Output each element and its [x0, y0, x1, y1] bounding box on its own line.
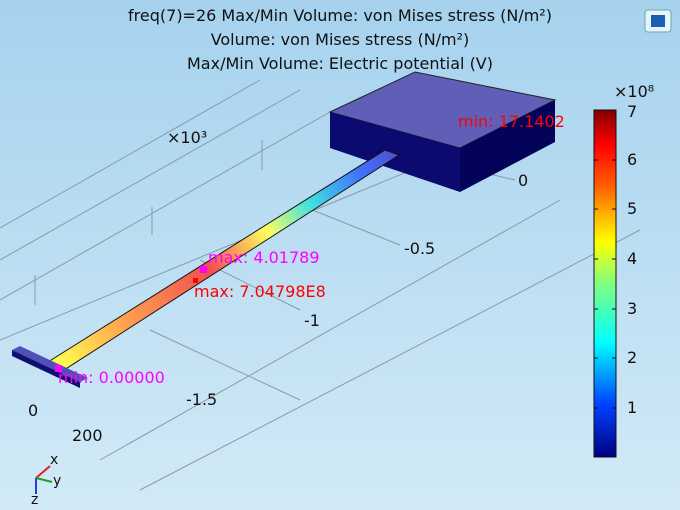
tick-label: 0	[28, 401, 39, 420]
tick-label: 0	[518, 171, 529, 190]
logo-icon	[644, 9, 672, 33]
triad-x-label: x	[50, 452, 59, 468]
colorbar	[593, 109, 617, 458]
colorbar-tick: 6	[627, 150, 638, 169]
stress-max-label: max: 7.04798E8	[194, 282, 326, 301]
triad-y-label: y	[53, 473, 62, 489]
potential-max-label: max: 4.01789	[208, 248, 320, 267]
tick-label: -0.5	[404, 239, 436, 258]
colorbar-tick: 2	[627, 348, 638, 367]
stress-max-marker	[193, 278, 198, 283]
potential-max-marker	[200, 266, 207, 273]
colorbar-tick: 1	[627, 398, 638, 417]
tick-label: 200	[72, 426, 103, 445]
colorbar-multiplier: ×10⁸	[614, 82, 655, 101]
base-bar	[12, 346, 88, 388]
colorbar-tick: 5	[627, 199, 638, 218]
potential-min-marker	[55, 365, 62, 372]
title-line-3: Max/Min Volume: Electric potential (V)	[187, 54, 493, 73]
triad	[35, 465, 53, 494]
colorbar-ticks	[594, 159, 616, 409]
stress-min-label: min: 17.1402	[458, 112, 565, 131]
colorbar-tick: 7	[627, 102, 638, 121]
title-line-1: freq(7)=26 Max/Min Volume: von Mises str…	[128, 6, 552, 25]
triad-z-label: z	[31, 492, 39, 508]
block-body	[328, 71, 557, 192]
grid-lines	[0, 79, 641, 491]
tick-label: -1.5	[186, 390, 218, 409]
potential-min-label: min: 0.00000	[58, 368, 165, 387]
title-line-2: Volume: von Mises stress (N/m²)	[210, 30, 470, 49]
colorbar-tick: 3	[627, 299, 638, 318]
axis-multiplier: ×10³	[167, 128, 208, 147]
tick-label: -1	[304, 311, 320, 330]
colorbar-tick: 4	[627, 249, 638, 268]
